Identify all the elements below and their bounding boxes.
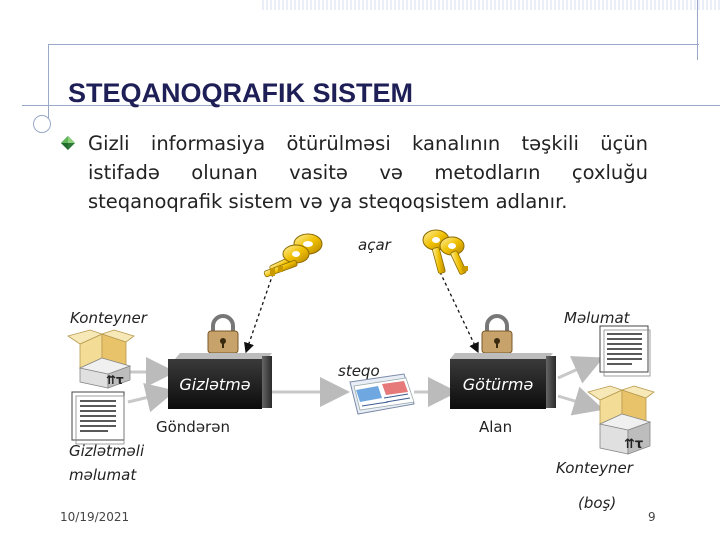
key-icon xyxy=(263,233,323,278)
secret-message-label-line2: məlumat xyxy=(69,466,137,484)
rule-circle-ornament xyxy=(33,115,51,133)
extract-box-side-face xyxy=(546,356,556,408)
empty-label: (boş) xyxy=(578,494,617,512)
document-icon xyxy=(599,325,651,377)
secret-to-hide-arrow xyxy=(127,382,176,413)
stego-label: steqo xyxy=(338,362,380,380)
stego-papers-icon xyxy=(349,373,415,415)
title-underline-rule xyxy=(22,105,720,106)
open-box-icon: ⇈τ xyxy=(587,385,655,455)
right-vertical-rule xyxy=(697,0,698,60)
receiver-label: Alan xyxy=(479,418,513,436)
message-label-right: Məlumat xyxy=(564,309,630,327)
diamond-bullet-icon xyxy=(61,136,75,150)
container-label-right: Konteyner xyxy=(556,459,633,477)
paragraph-line-2: istifadə olunan vasitə və metodların çox… xyxy=(88,161,648,184)
slide-page-number: 9 xyxy=(648,510,656,524)
hide-box: Gizlətmə xyxy=(168,359,262,409)
container-label-left: Konteyner xyxy=(70,309,147,327)
extract-box-label: Götürmə xyxy=(462,374,534,394)
extract-to-message-arrow xyxy=(557,356,604,384)
paragraph-line-3: steqanoqrafik sistem və ya steqoqsistem … xyxy=(88,190,568,213)
key-icon xyxy=(422,229,468,275)
key-to-extract-arrow xyxy=(439,271,479,354)
hide-box-side-face xyxy=(262,356,272,408)
svg-text:⇈τ: ⇈τ xyxy=(624,437,643,452)
slide-date: 10/19/2021 xyxy=(60,510,130,524)
key-to-hide-arrow xyxy=(244,267,276,354)
padlock-icon xyxy=(207,314,239,354)
hide-box-label: Gizlətmə xyxy=(179,374,251,394)
slide-title: STEQANOQRAFIK SISTEM xyxy=(68,78,414,108)
extract-box: Götürmə xyxy=(450,359,546,409)
definition-paragraph: Gizli informasiya ötürülməsi kanalının t… xyxy=(88,129,648,216)
top-band-decoration xyxy=(262,0,720,10)
document-icon xyxy=(71,391,125,445)
sender-label: Göndərən xyxy=(156,418,230,436)
key-label: açar xyxy=(358,236,391,254)
open-box-icon: ⇈τ xyxy=(67,329,135,389)
secret-message-label-line1: Gizlətməli xyxy=(69,442,145,460)
title-frame xyxy=(48,44,699,119)
svg-text:⇈τ: ⇈τ xyxy=(106,373,124,387)
paragraph-line-1: Gizli informasiya ötürülməsi kanalının t… xyxy=(88,132,648,155)
extract-to-container-arrow xyxy=(557,386,604,416)
padlock-icon xyxy=(481,314,513,354)
